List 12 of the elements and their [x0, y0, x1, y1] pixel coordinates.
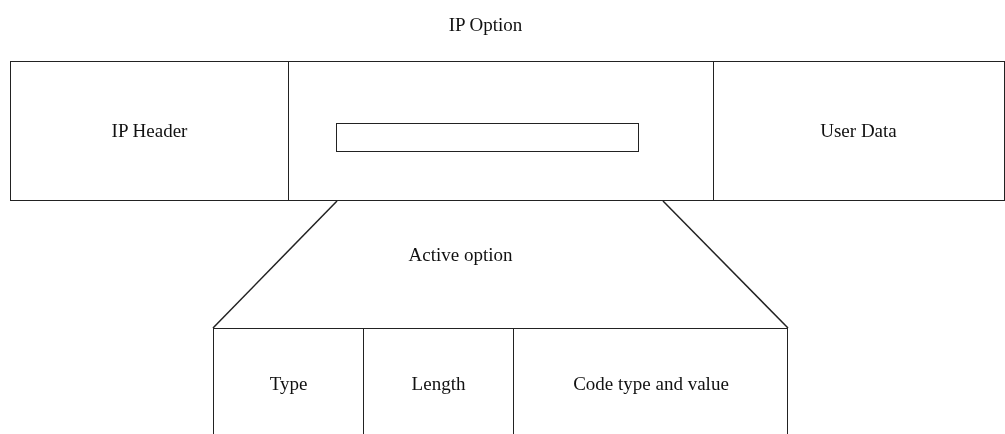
- field-label: IP Header: [111, 120, 188, 142]
- option-bar: [336, 123, 639, 152]
- field-label: Type: [269, 373, 308, 395]
- field-label: Length: [411, 373, 466, 395]
- field-heading: Active option: [408, 244, 513, 266]
- field-box: [713, 61, 1005, 201]
- field-box: [10, 61, 289, 201]
- expansion-line: [662, 200, 789, 329]
- field-label: User Data: [820, 120, 897, 142]
- expansion-line: [212, 200, 338, 329]
- field-label: Code type and value: [573, 373, 729, 395]
- field-heading: IP Option: [448, 14, 523, 36]
